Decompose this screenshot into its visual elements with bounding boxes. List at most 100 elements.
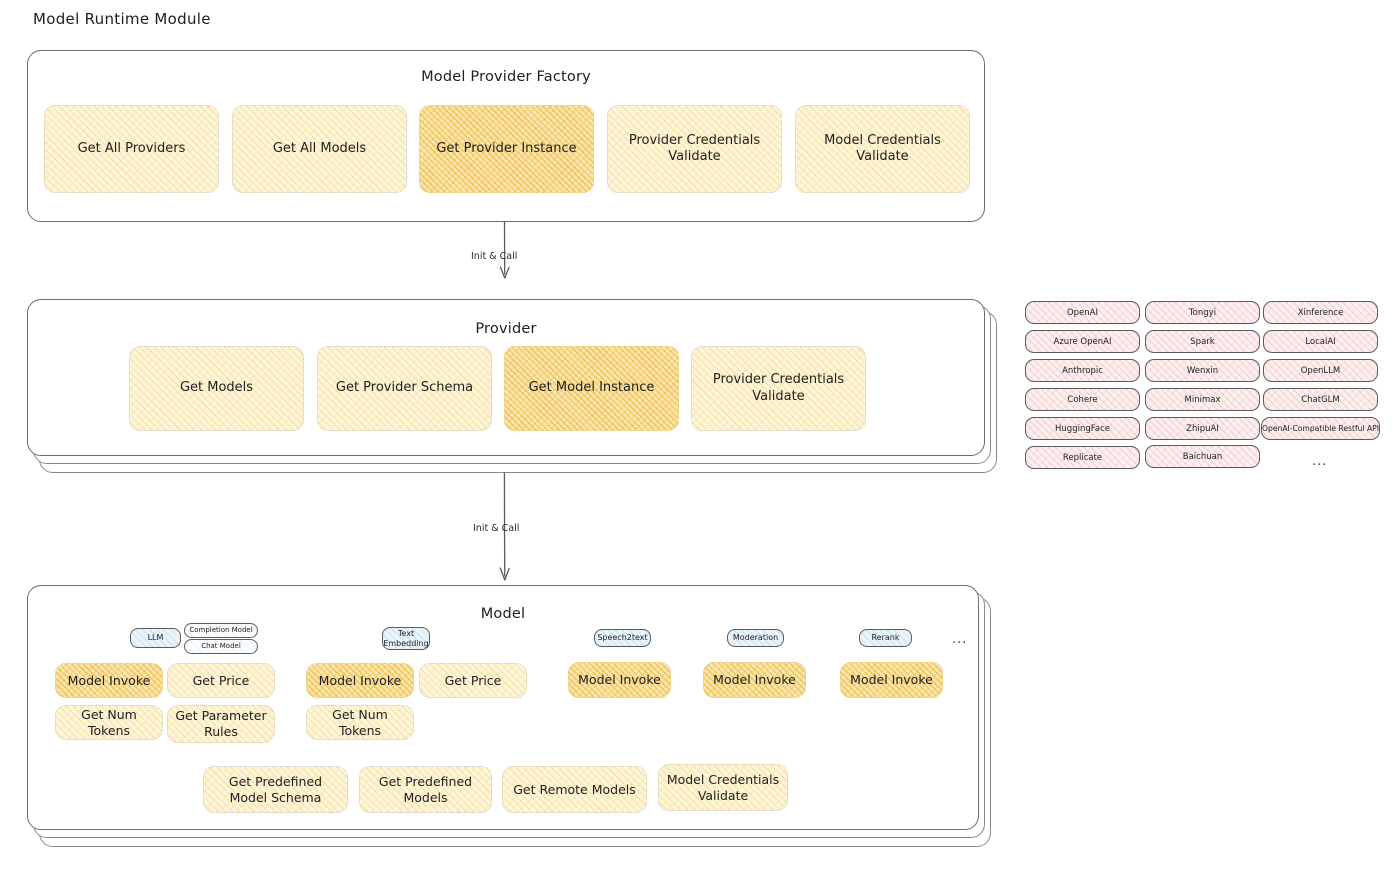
provider-chip-huggingface[interactable]: HuggingFace bbox=[1025, 417, 1140, 440]
model-types-more-ellipsis: ... bbox=[952, 632, 968, 647]
text-embedding-node-model-invoke[interactable]: Model Invoke bbox=[306, 663, 414, 698]
factory-node-provider-credentials-validate[interactable]: Provider Credentials Validate bbox=[607, 105, 782, 193]
provider-node-get-provider-schema[interactable]: Get Provider Schema bbox=[317, 346, 492, 431]
model-tag-label: Chat Model bbox=[201, 642, 241, 651]
provider-chip-label: Wenxin bbox=[1186, 365, 1219, 376]
provider-chip-spark[interactable]: Spark bbox=[1145, 330, 1260, 353]
factory-node-label: Get All Providers bbox=[77, 140, 186, 156]
provider-chip-label: Cohere bbox=[1067, 394, 1098, 405]
provider-chip-label: Replicate bbox=[1062, 452, 1103, 463]
provider-node-label: Get Provider Schema bbox=[335, 380, 474, 396]
model-node-get-remote-models[interactable]: Get Remote Models bbox=[502, 766, 647, 813]
provider-node-label: Get Models bbox=[179, 380, 254, 396]
provider-chip-label: HuggingFace bbox=[1055, 423, 1110, 434]
connector-arrow-2-label: Init & Call bbox=[473, 523, 520, 534]
model-type-badge-label: Moderation bbox=[732, 633, 779, 643]
provider-node-label: Provider Credentials Validate bbox=[712, 372, 845, 404]
provider-chip-label: Azure OpenAI bbox=[1053, 336, 1112, 347]
model-tag-chat-model[interactable]: Chat Model bbox=[184, 639, 258, 654]
model-type-badge-rerank[interactable]: Rerank bbox=[859, 629, 912, 647]
provider-chip-label: OpenAI-Compatible Restful API bbox=[1262, 424, 1379, 433]
connector-arrow-2 bbox=[499, 472, 510, 581]
model-title: Model bbox=[480, 606, 526, 622]
provider-chip-label: LocalAI bbox=[1305, 336, 1336, 347]
provider-chip-label: OpenAI bbox=[1066, 307, 1099, 318]
factory-node-label: Get Provider Instance bbox=[436, 140, 577, 156]
connector-arrow-1-label: Init & Call bbox=[471, 251, 518, 262]
factory-node-get-all-models[interactable]: Get All Models bbox=[232, 105, 407, 193]
provider-chip-replicate[interactable]: Replicate bbox=[1025, 446, 1140, 469]
provider-chip-label: ZhipuAI bbox=[1186, 423, 1219, 434]
provider-chip-label: OpenLLM bbox=[1300, 365, 1341, 376]
llm-node-get-price[interactable]: Get Price bbox=[167, 663, 275, 698]
provider-node-get-model-instance[interactable]: Get Model Instance bbox=[504, 346, 679, 431]
model-node-label: Model Invoke bbox=[713, 672, 796, 688]
factory-node-get-provider-instance[interactable]: Get Provider Instance bbox=[419, 105, 594, 193]
provider-chip-xinference[interactable]: Xinference bbox=[1263, 301, 1378, 324]
provider-chip-cohere[interactable]: Cohere bbox=[1025, 388, 1140, 411]
provider-chip-azure-openai[interactable]: Azure OpenAI bbox=[1025, 330, 1140, 353]
provider-title: Provider bbox=[475, 321, 537, 337]
model-node-label: Model Invoke bbox=[318, 672, 402, 688]
model-node-label: Model Invoke bbox=[67, 672, 151, 688]
model-type-badge-llm[interactable]: LLM bbox=[130, 628, 181, 648]
page-title: Model Runtime Module bbox=[33, 10, 211, 28]
provider-chip-openai-compatible-restful-api[interactable]: OpenAI-Compatible Restful API bbox=[1261, 417, 1380, 440]
model-type-badge-label: LLM bbox=[147, 633, 164, 643]
model-node-label: Model Credentials Validate bbox=[666, 771, 780, 803]
provider-chip-openai[interactable]: OpenAI bbox=[1025, 301, 1140, 324]
provider-chip-tongyi[interactable]: Tongyi bbox=[1145, 301, 1260, 324]
model-tag-completion-model[interactable]: Completion Model bbox=[184, 623, 258, 638]
connector-arrow-1 bbox=[499, 221, 510, 279]
factory-node-label: Get All Models bbox=[272, 140, 367, 156]
model-node-label: Get Predefined Models bbox=[378, 773, 473, 805]
provider-chip-label: Xinference bbox=[1297, 307, 1344, 318]
provider-chip-anthropic[interactable]: Anthropic bbox=[1025, 359, 1140, 382]
rerank-node-model-invoke[interactable]: Model Invoke bbox=[840, 662, 943, 698]
moderation-node-model-invoke[interactable]: Model Invoke bbox=[703, 662, 806, 698]
provider-chip-openllm[interactable]: OpenLLM bbox=[1263, 359, 1378, 382]
provider-chip-label: ChatGLM bbox=[1301, 394, 1340, 405]
model-node-label: Get Price bbox=[192, 672, 250, 688]
llm-node-model-invoke[interactable]: Model Invoke bbox=[55, 663, 163, 698]
model-tag-label: Completion Model bbox=[189, 626, 253, 635]
model-type-badge-label: Text Embedding bbox=[383, 629, 429, 648]
speech2text-node-model-invoke[interactable]: Model Invoke bbox=[568, 662, 671, 698]
model-type-badge-text-embedding[interactable]: Text Embedding bbox=[382, 627, 430, 650]
text-embedding-node-get-num-tokens[interactable]: Get Num Tokens bbox=[306, 705, 414, 740]
llm-node-get-parameter-rules[interactable]: Get Parameter Rules bbox=[167, 705, 275, 743]
model-node-label: Model Invoke bbox=[850, 672, 933, 688]
model-node-get-predefined-model-schema[interactable]: Get Predefined Model Schema bbox=[203, 766, 348, 813]
model-provider-factory-title: Model Provider Factory bbox=[421, 69, 591, 85]
provider-chip-wenxin[interactable]: Wenxin bbox=[1145, 359, 1260, 382]
factory-node-get-all-providers[interactable]: Get All Providers bbox=[44, 105, 219, 193]
provider-node-provider-credentials-validate[interactable]: Provider Credentials Validate bbox=[691, 346, 866, 431]
factory-node-label: Model Credentials Validate bbox=[824, 132, 941, 164]
model-node-label: Get Predefined Model Schema bbox=[228, 773, 323, 805]
provider-chip-baichuan[interactable]: Baichuan bbox=[1145, 445, 1260, 468]
provider-chip-label: Baichuan bbox=[1182, 451, 1223, 462]
model-node-get-predefined-models[interactable]: Get Predefined Models bbox=[359, 766, 492, 813]
provider-list-more-ellipsis: ... bbox=[1312, 454, 1328, 469]
model-type-badge-moderation[interactable]: Moderation bbox=[727, 629, 784, 647]
model-node-label: Get Price bbox=[444, 672, 502, 688]
provider-chip-localai[interactable]: LocalAI bbox=[1263, 330, 1378, 353]
factory-node-model-credentials-validate[interactable]: Model Credentials Validate bbox=[795, 105, 970, 193]
provider-node-get-models[interactable]: Get Models bbox=[129, 346, 304, 431]
provider-chip-zhipuai[interactable]: ZhipuAI bbox=[1145, 417, 1260, 440]
factory-node-label: Provider Credentials Validate bbox=[628, 132, 761, 164]
model-node-label: Get Parameter Rules bbox=[175, 708, 267, 739]
provider-chip-label: Tongyi bbox=[1188, 307, 1217, 318]
provider-chip-label: Minimax bbox=[1184, 394, 1221, 405]
model-node-label: Get Num Tokens bbox=[332, 706, 388, 738]
llm-node-get-num-tokens[interactable]: Get Num Tokens bbox=[55, 705, 163, 740]
provider-chip-minimax[interactable]: Minimax bbox=[1145, 388, 1260, 411]
provider-node-label: Get Model Instance bbox=[528, 380, 655, 396]
model-node-model-credentials-validate[interactable]: Model Credentials Validate bbox=[658, 764, 788, 811]
text-embedding-node-get-price[interactable]: Get Price bbox=[419, 663, 527, 698]
provider-chip-chatglm[interactable]: ChatGLM bbox=[1263, 388, 1378, 411]
provider-chip-label: Anthropic bbox=[1062, 365, 1103, 376]
model-type-badge-speech2text[interactable]: Speech2text bbox=[594, 629, 651, 647]
model-node-label: Model Invoke bbox=[578, 672, 661, 688]
